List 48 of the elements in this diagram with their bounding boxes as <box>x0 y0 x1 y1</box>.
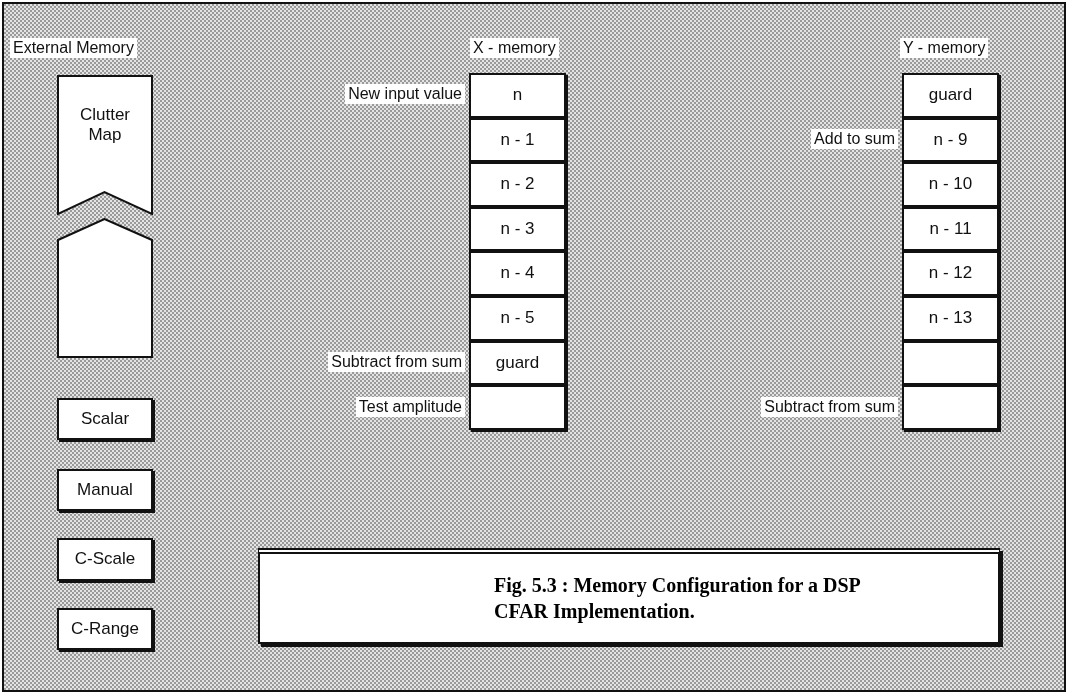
memory-cell <box>902 73 999 118</box>
cell-text: guard <box>495 352 540 374</box>
memory-cell <box>902 340 999 386</box>
memory-cell <box>469 117 566 163</box>
cell-text: n - 5 <box>500 308 535 329</box>
cell-text: C-Range <box>70 618 139 640</box>
memory-cell <box>902 251 999 296</box>
memory-cell <box>469 385 566 430</box>
cell-text: n - 4 <box>500 263 535 284</box>
register-box <box>57 469 153 511</box>
cell-text: n - 3 <box>500 218 535 240</box>
memory-cell <box>469 296 566 341</box>
memory-cell <box>469 162 566 207</box>
row-annotation: Subtract from sum <box>761 396 898 417</box>
row-annotation: Add to sum <box>811 128 898 149</box>
cell-text: n - 13 <box>928 308 973 329</box>
row-annotation: Subtract from sum <box>328 351 465 372</box>
memory-cell <box>902 296 999 341</box>
memory-cell <box>902 385 999 430</box>
cell-text: C-Scale <box>74 549 136 570</box>
column-heading: Y - memory <box>900 38 989 58</box>
memory-cell <box>469 340 566 386</box>
cell-text: Clutter Map <box>78 105 132 146</box>
cell-text: n - 2 <box>500 174 535 195</box>
register-box <box>57 538 153 581</box>
memory-cell <box>469 73 566 118</box>
register-box <box>57 398 153 440</box>
memory-banner <box>57 218 153 358</box>
column-heading: X - memory <box>470 38 559 58</box>
figure-caption: Fig. 5.3 : Memory Configuration for a DSP CFAR Implementation. <box>493 573 861 624</box>
memory-banner <box>57 75 153 215</box>
memory-cell <box>902 117 999 163</box>
column-heading: External Memory <box>10 38 137 58</box>
cell-text: Manual <box>77 479 133 501</box>
cell-text: n - 10 <box>928 174 973 195</box>
register-box <box>57 608 153 650</box>
row-annotation: New input value <box>345 84 465 105</box>
cell-text: n - 12 <box>928 263 973 284</box>
cell-text: guard <box>928 85 973 106</box>
memory-cell <box>469 206 566 252</box>
memory-cell <box>902 162 999 207</box>
memory-cell <box>902 206 999 252</box>
memory-cell <box>469 251 566 296</box>
cell-text: n - 11 <box>929 218 972 240</box>
cell-text: n - 9 <box>933 129 968 151</box>
cell-text: n - 1 <box>500 129 535 151</box>
cell-text: Scalar <box>80 408 130 430</box>
cell-text: n <box>512 85 523 106</box>
